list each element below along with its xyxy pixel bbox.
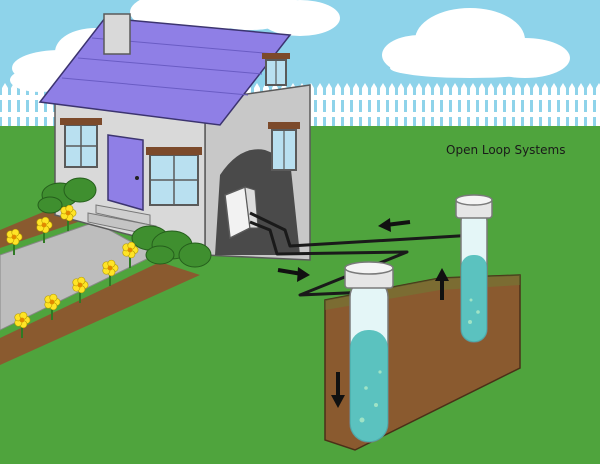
fence-picket [533, 83, 539, 128]
arrow-left-icon [378, 218, 411, 232]
fence-picket [20, 83, 26, 128]
fence-picket [380, 83, 386, 128]
house [38, 13, 311, 261]
fence-picket [2, 83, 8, 128]
fence-picket [326, 83, 332, 128]
fence-picket [569, 83, 575, 128]
flower-bed [0, 262, 200, 365]
flower-icon [72, 276, 89, 303]
fence-picket [434, 83, 440, 128]
fence-picket [443, 83, 449, 128]
fence-picket [497, 83, 503, 128]
fence-picket [596, 83, 600, 128]
fence-picket [452, 83, 458, 128]
fence-picket [38, 83, 44, 128]
fence-picket [353, 83, 359, 128]
fence-picket [578, 83, 584, 128]
fence-picket [362, 83, 368, 128]
fence-picket [29, 83, 35, 128]
roof [38, 17, 292, 126]
fence-picket [506, 83, 512, 128]
fence-picket [11, 83, 17, 128]
flower-icon [14, 311, 31, 338]
flower-icon [44, 293, 61, 320]
chimney [103, 13, 131, 55]
fence-picket [317, 83, 323, 128]
fence-picket [524, 83, 530, 128]
fence-picket [344, 83, 350, 128]
fence-picket [425, 83, 431, 128]
shrub [37, 177, 97, 214]
arrow-up-icon [435, 268, 449, 300]
fence-picket [416, 83, 422, 128]
fence-picket [542, 83, 548, 128]
fence-picket [407, 83, 413, 128]
fence-picket [335, 83, 341, 128]
fence-picket [587, 83, 593, 128]
flower-icon [122, 241, 139, 268]
fence-picket [461, 83, 467, 128]
arrow-down-icon [331, 372, 345, 408]
cloud-icon [382, 8, 570, 78]
supply-well [344, 261, 394, 443]
door [107, 134, 144, 211]
fence-picket [515, 83, 521, 128]
flower-icon [102, 259, 119, 286]
flower-icon [6, 228, 23, 255]
shrub [131, 225, 212, 268]
return-well [455, 194, 493, 343]
flower-icon [60, 204, 77, 231]
fence-picket [551, 83, 557, 128]
arrow-right-icon [277, 267, 310, 282]
fence-picket [560, 83, 566, 128]
diagram-title: Open Loop Systems [446, 143, 566, 157]
fence-picket [479, 83, 485, 128]
fence-picket [398, 83, 404, 128]
fence-picket [470, 83, 476, 128]
fence-picket [488, 83, 494, 128]
fence-picket [389, 83, 395, 128]
fence-picket [371, 83, 377, 128]
flower-icon [36, 216, 53, 243]
